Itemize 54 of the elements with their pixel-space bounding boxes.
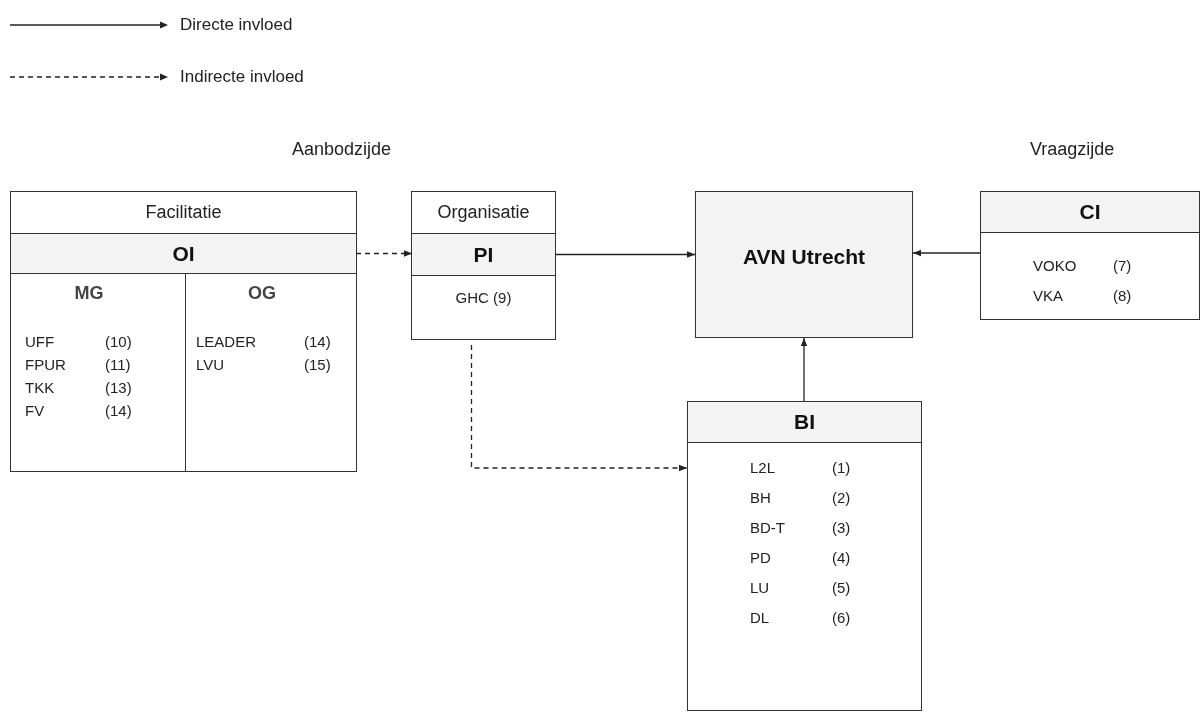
box-heading: CI bbox=[1079, 199, 1101, 226]
item-code: LVU bbox=[196, 355, 226, 375]
column-heading: MG bbox=[74, 282, 104, 305]
band-title: OI bbox=[172, 240, 195, 267]
arrow bbox=[554, 251, 696, 258]
box-heading: Organisatie bbox=[437, 201, 530, 224]
reference-number: (14) bbox=[304, 332, 331, 352]
band-title: PI bbox=[473, 241, 494, 268]
column-heading: OG bbox=[248, 282, 276, 305]
reference-number: (15) bbox=[304, 355, 331, 375]
item-code: FPUR bbox=[25, 355, 67, 375]
reference-number: (7) bbox=[1113, 256, 1132, 276]
reference-number: (14) bbox=[105, 401, 132, 421]
header-band bbox=[11, 233, 356, 274]
reference-number: (5) bbox=[832, 578, 851, 598]
reference-number: (6) bbox=[832, 608, 851, 628]
reference-number: (10) bbox=[105, 332, 132, 352]
reference-number: (4) bbox=[832, 548, 851, 568]
reference-number: (1) bbox=[832, 458, 851, 478]
reference-number: (11) bbox=[105, 355, 132, 375]
box-text: GHC (9) bbox=[455, 288, 512, 308]
item-code: LU bbox=[750, 578, 771, 598]
table-box bbox=[687, 401, 922, 711]
item-code: TKK bbox=[25, 378, 56, 398]
table-box bbox=[980, 191, 1200, 320]
table-box bbox=[411, 191, 556, 340]
item-code: BD-T bbox=[750, 518, 786, 538]
item-code: BH bbox=[750, 488, 772, 508]
item-code: LEADER bbox=[196, 332, 258, 352]
reference-number: (13) bbox=[105, 378, 132, 398]
item-code: VKA bbox=[1033, 286, 1064, 306]
table-box bbox=[10, 191, 357, 472]
reference-number: (8) bbox=[1113, 286, 1132, 306]
dashed-arrow bbox=[355, 250, 413, 257]
item-code: PD bbox=[750, 548, 772, 568]
legend-text: Directe invloed bbox=[180, 14, 293, 36]
node-title: AVN Utrecht bbox=[742, 243, 866, 270]
arrow bbox=[800, 337, 808, 402]
item-code: DL bbox=[750, 608, 771, 628]
side-label: Vraagzijde bbox=[1030, 138, 1115, 161]
reference-number: (3) bbox=[832, 518, 851, 538]
side-label: Aanbodzijde bbox=[292, 138, 392, 161]
arrow bbox=[912, 249, 981, 257]
box-heading: BI bbox=[794, 409, 815, 436]
dashed-arrow bbox=[470, 344, 688, 472]
item-code: VOKO bbox=[1033, 256, 1078, 276]
item-code: FV bbox=[25, 401, 46, 421]
reference-number: (2) bbox=[832, 488, 851, 508]
item-code: UFF bbox=[25, 332, 56, 352]
item-code: L2L bbox=[750, 458, 777, 478]
table-box bbox=[695, 191, 913, 338]
legend-text: Indirecte invloed bbox=[180, 66, 304, 88]
box-heading: Facilitatie bbox=[145, 201, 222, 224]
header-band bbox=[412, 233, 555, 276]
